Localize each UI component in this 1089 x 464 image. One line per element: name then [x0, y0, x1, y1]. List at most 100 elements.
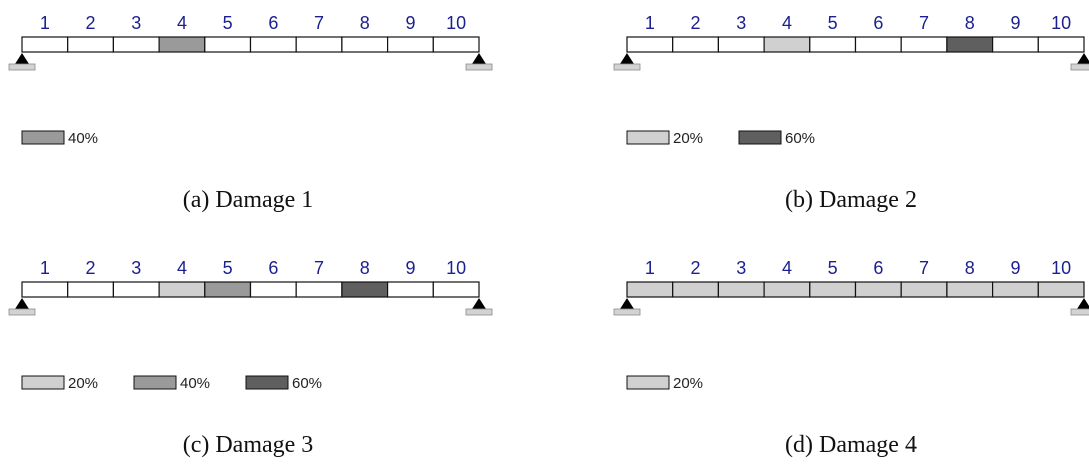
legend-item: 20%: [626, 130, 703, 147]
support-base: [465, 63, 493, 71]
beam-element-4: [763, 36, 811, 53]
support-base: [613, 308, 641, 316]
element-number: 1: [40, 13, 50, 33]
legend-item: 60%: [245, 375, 322, 392]
legend-label: 20%: [673, 375, 703, 392]
beam-element-8: [946, 36, 994, 53]
beam-element-2: [67, 36, 114, 53]
element-number: 4: [782, 13, 792, 33]
beam-element-3: [112, 36, 160, 53]
element-number: 3: [131, 258, 141, 278]
beam-element-5: [809, 281, 857, 298]
support-base: [1070, 63, 1089, 71]
element-number: 4: [177, 13, 187, 33]
beam-element-9: [387, 281, 434, 298]
left-support-icon: [8, 53, 36, 71]
panel-caption: (c) Damage 3: [183, 432, 314, 458]
beam-element-6: [249, 36, 297, 53]
support-base: [613, 63, 641, 71]
left-support-icon: [613, 298, 641, 316]
beam-element-6: [854, 281, 902, 298]
beam-element-6: [249, 281, 297, 298]
beam-element-2: [672, 281, 720, 298]
right-support-icon: [1070, 53, 1089, 71]
right-support-icon: [465, 53, 493, 71]
legend-label: 20%: [673, 130, 703, 147]
element-number: 8: [360, 13, 370, 33]
legend-swatch: [21, 130, 65, 145]
beam-element-4: [763, 281, 811, 298]
right-support-icon: [465, 298, 493, 316]
element-number: 4: [177, 258, 187, 278]
legend-label: 40%: [180, 375, 210, 392]
legend-swatch: [626, 130, 670, 145]
legend-item: 20%: [21, 375, 98, 392]
legend-swatch: [133, 375, 177, 390]
beam-element-10: [1037, 281, 1085, 298]
support-triangle: [1077, 53, 1089, 64]
beam-element-9: [387, 36, 434, 53]
beam-element-8: [946, 281, 994, 298]
element-number: 9: [1010, 13, 1020, 33]
element-number: 8: [965, 13, 975, 33]
element-number: 9: [405, 13, 415, 33]
beam-element-7: [295, 281, 343, 298]
legend-label: 60%: [785, 130, 815, 147]
legend-item: 40%: [21, 130, 98, 147]
support-triangle: [472, 53, 486, 64]
element-number: 6: [873, 13, 883, 33]
support-base: [465, 308, 493, 316]
element-number: 1: [645, 258, 655, 278]
panel-caption: (a) Damage 1: [183, 187, 314, 213]
element-number: 2: [86, 258, 96, 278]
beam-element-10: [432, 36, 480, 53]
support-base: [8, 63, 36, 71]
panel-caption: (b) Damage 2: [785, 187, 917, 213]
beam-element-1: [626, 281, 674, 298]
element-number: 6: [268, 258, 278, 278]
element-number: 10: [1051, 13, 1071, 33]
beam-element-3: [112, 281, 160, 298]
element-number: 10: [446, 258, 466, 278]
beam-element-2: [672, 36, 720, 53]
element-number: 10: [446, 13, 466, 33]
beam-element-6: [854, 36, 902, 53]
beam-element-8: [341, 36, 389, 53]
legend-label: 20%: [68, 375, 98, 392]
element-number: 7: [314, 258, 324, 278]
legend-item: 20%: [626, 375, 703, 392]
beam-element-5: [809, 36, 857, 53]
element-number: 10: [1051, 258, 1071, 278]
support-triangle: [620, 53, 634, 64]
element-number: 5: [828, 13, 838, 33]
element-number: 5: [223, 258, 233, 278]
beam-element-8: [341, 281, 389, 298]
element-number: 2: [86, 13, 96, 33]
element-number: 3: [131, 13, 141, 33]
beam-element-7: [900, 281, 948, 298]
legend-label: 40%: [68, 130, 98, 147]
support-triangle: [15, 53, 29, 64]
element-number: 7: [919, 13, 929, 33]
legend-swatch: [626, 375, 670, 390]
left-support-icon: [613, 53, 641, 71]
support-triangle: [620, 298, 634, 309]
element-number: 5: [223, 13, 233, 33]
support-triangle: [472, 298, 486, 309]
beam-element-3: [717, 281, 765, 298]
left-support-icon: [8, 298, 36, 316]
element-number: 8: [965, 258, 975, 278]
support-base: [1070, 308, 1089, 316]
element-number: 4: [782, 258, 792, 278]
right-support-icon: [1070, 298, 1089, 316]
support-base: [8, 308, 36, 316]
beam-element-7: [295, 36, 343, 53]
element-number: 7: [314, 13, 324, 33]
element-number: 2: [691, 258, 701, 278]
beam-element-2: [67, 281, 114, 298]
